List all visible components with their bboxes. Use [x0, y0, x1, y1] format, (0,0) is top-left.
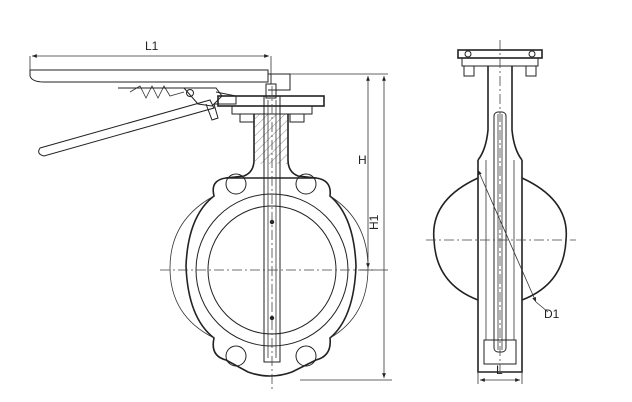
label-l: L	[496, 363, 503, 377]
dimension-h: H	[290, 73, 388, 271]
label-h1: H1	[367, 214, 381, 230]
dimension-h1: H1	[300, 76, 392, 381]
bolt-hole-top-right	[295, 173, 317, 195]
side-view: D1 L	[426, 40, 576, 384]
bolt-hole-bottom-right	[295, 345, 317, 367]
label-l1: L1	[145, 39, 159, 53]
valve-neck	[225, 114, 317, 179]
label-d1: D1	[544, 307, 560, 321]
handle-lever	[29, 69, 291, 157]
bolt-hole-top-left	[225, 173, 247, 195]
bolt-hole-bottom-left	[225, 345, 247, 367]
dimension-l: L	[477, 363, 523, 384]
front-view: L1 H H1	[29, 39, 392, 392]
dimension-d1: D1	[477, 169, 560, 321]
label-h: H	[358, 153, 367, 167]
dimension-l1: L1	[29, 39, 272, 84]
